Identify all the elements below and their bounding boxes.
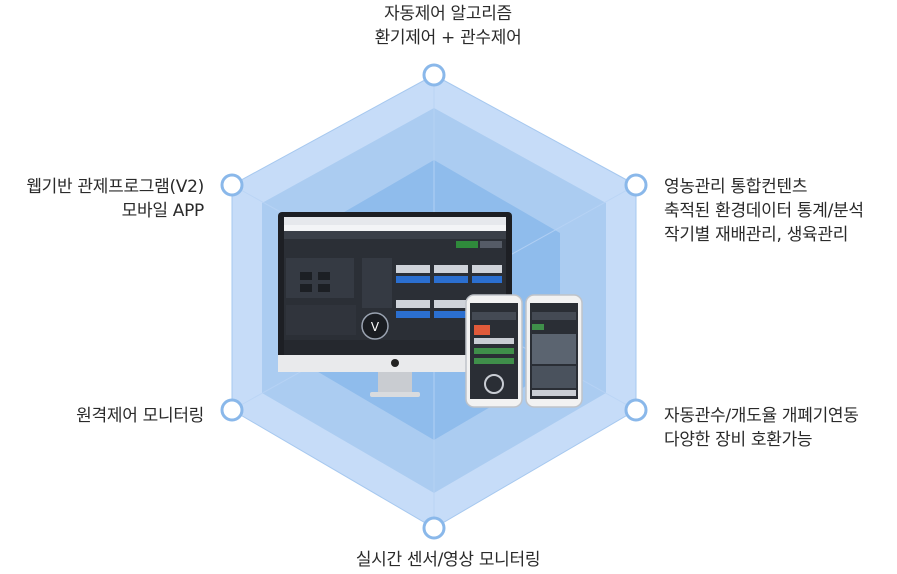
label-bottom-right-line2: 다양한 장비 호환가능 bbox=[664, 430, 813, 450]
label-bottom-left: 원격제어 모니터링 bbox=[76, 404, 204, 428]
label-top-line2: 환기제어 + 관수제어 bbox=[374, 28, 522, 48]
node-top bbox=[422, 63, 446, 87]
axis-nodes bbox=[220, 63, 648, 540]
label-bottom-left-line1: 원격제어 모니터링 bbox=[76, 406, 204, 426]
label-top-line1: 자동제어 알고리즘 bbox=[384, 4, 512, 24]
mobile-phone-image-2 bbox=[525, 294, 583, 408]
label-top: 자동제어 알고리즘 환기제어 + 관수제어 bbox=[375, 2, 522, 50]
label-top-left: 웹기반 관제프로그램(V2) 모바일 APP bbox=[26, 175, 204, 223]
label-bottom-right-line1: 자동관수/개도율 개폐기연동 bbox=[664, 406, 859, 426]
svg-text:V: V bbox=[371, 320, 380, 334]
node-top-right bbox=[624, 173, 648, 197]
node-bottom-left bbox=[220, 398, 244, 422]
label-top-right-line1: 영농관리 통합컨텐츠 bbox=[664, 177, 808, 197]
label-top-right-line2: 축적된 환경데이터 통계/분석 bbox=[664, 201, 864, 221]
label-top-left-line2: 모바일 APP bbox=[121, 201, 205, 221]
node-top-left bbox=[220, 173, 244, 197]
label-top-left-line1: 웹기반 관제프로그램(V2) bbox=[26, 177, 204, 197]
label-bottom: 실시간 센서/영상 모니터링 bbox=[355, 548, 541, 572]
label-top-right: 영농관리 통합컨텐츠 축적된 환경데이터 통계/분석 작기별 재배관리, 생육관… bbox=[664, 175, 864, 247]
mobile-phone-image-1 bbox=[465, 294, 523, 408]
label-bottom-right: 자동관수/개도율 개폐기연동 다양한 장비 호환가능 bbox=[664, 404, 859, 452]
label-top-right-line3: 작기별 재배관리, 생육관리 bbox=[664, 225, 849, 245]
label-bottom-line1: 실시간 센서/영상 모니터링 bbox=[355, 550, 541, 570]
node-bottom-right bbox=[624, 398, 648, 422]
node-bottom bbox=[422, 516, 446, 540]
